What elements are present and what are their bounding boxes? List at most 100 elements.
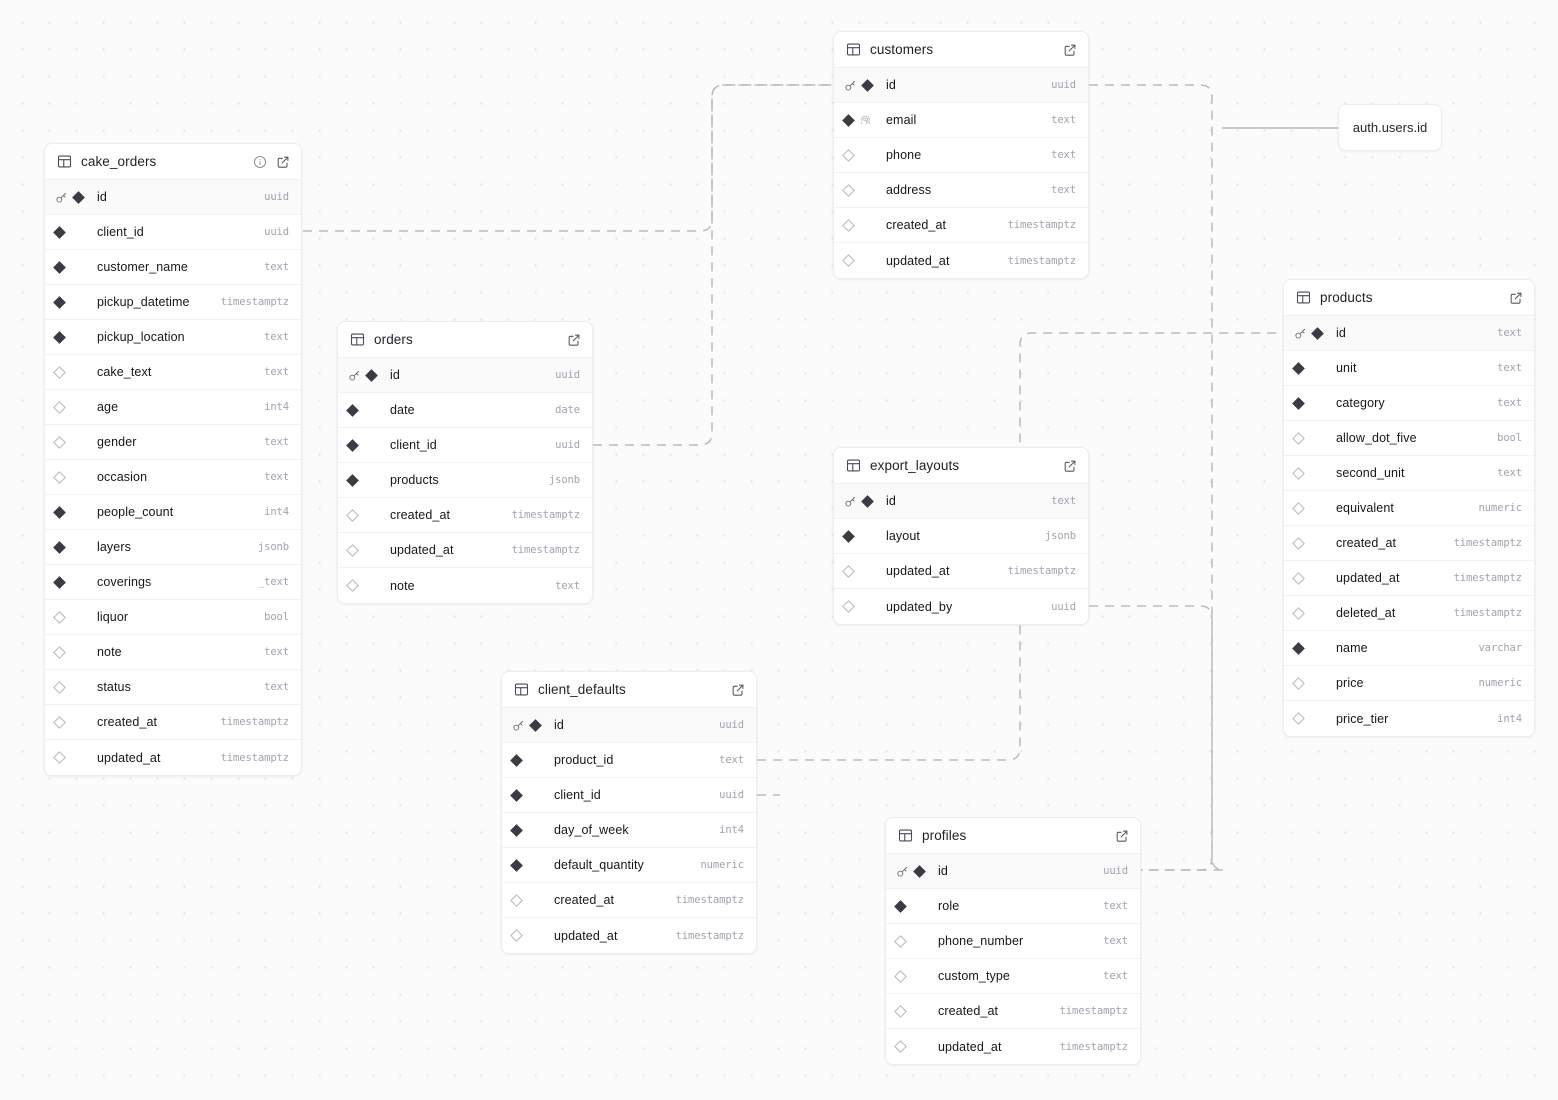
field-row-layers[interactable]: layers jsonb <box>45 530 301 565</box>
table-header-cake_orders[interactable]: cake_orders <box>45 144 301 180</box>
field-type: jsonb <box>1044 530 1076 542</box>
external-link-icon[interactable] <box>567 333 581 347</box>
field-row-coverings[interactable]: coverings_text <box>45 565 301 600</box>
reference-node-auth_users_id[interactable]: auth.users.id <box>1338 104 1442 151</box>
solid-diamond-icon <box>53 260 66 274</box>
table-header-customers[interactable]: customers <box>834 32 1088 68</box>
table-header-products[interactable]: products <box>1284 280 1534 316</box>
table-header-orders[interactable]: orders <box>338 322 592 358</box>
hollow-diamond-icon <box>53 365 66 379</box>
table-header-export_layouts[interactable]: export_layouts <box>834 448 1088 484</box>
field-name: products <box>390 473 439 487</box>
solid-diamond-icon <box>510 858 523 872</box>
hollow-diamond-icon <box>842 148 855 162</box>
info-icon[interactable] <box>253 155 267 169</box>
external-link-icon[interactable] <box>1063 43 1077 57</box>
field-markers <box>1292 712 1336 725</box>
external-link-icon[interactable] <box>1115 829 1129 843</box>
table-header-client_defaults[interactable]: client_defaults <box>502 672 756 708</box>
external-link-icon[interactable] <box>731 683 745 697</box>
field-name: equivalent <box>1336 501 1394 515</box>
field-type: jsonb <box>257 541 289 553</box>
field-name: deleted_at <box>1336 606 1396 620</box>
field-markers <box>55 190 97 204</box>
table-header-profiles[interactable]: profiles <box>886 818 1140 854</box>
external-link-icon[interactable] <box>276 155 290 169</box>
field-name: client_id <box>390 438 437 452</box>
field-name: email <box>886 113 917 127</box>
table-title: products <box>1320 290 1373 305</box>
external-link-icon[interactable] <box>1509 291 1523 305</box>
field-name: layers <box>97 540 131 554</box>
key-icon <box>844 495 857 508</box>
external-link-icon[interactable] <box>1063 459 1077 473</box>
field-name: customer_name <box>97 260 188 274</box>
